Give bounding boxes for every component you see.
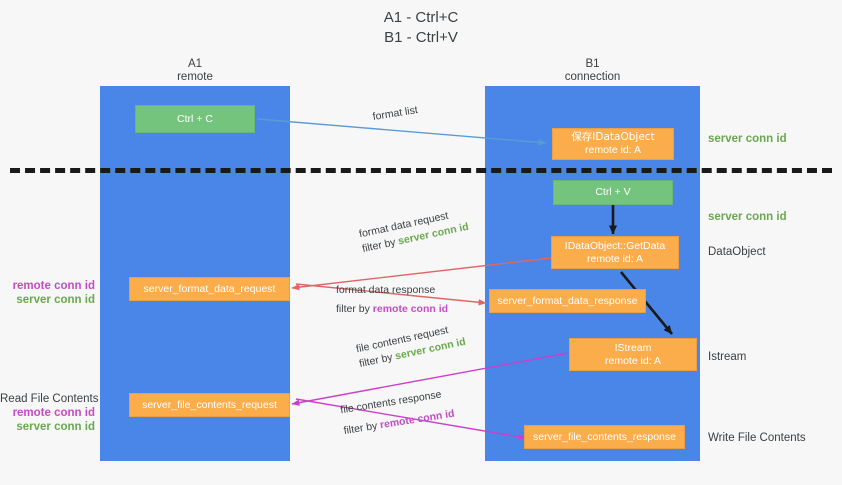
flow-label-fdres-value: remote conn id <box>372 303 449 315</box>
box-server-format-data-request[interactable]: server_format_data_request <box>129 277 290 301</box>
lane-header-b1-title: B1 <box>585 58 600 70</box>
side-label-write-file-contents: Write File Contents <box>708 432 806 444</box>
box-ctrl-c-line1: Ctrl + C <box>177 112 213 125</box>
box-ctrl-v-line1: Ctrl + V <box>595 186 631 198</box>
lane-header-b1: B1 connection <box>485 58 700 84</box>
lane-header-a1-title: A1 <box>187 58 203 70</box>
flow-label-format-data-request: format data request filter by server con… <box>358 205 470 257</box>
flow-label-fcres-value: remote conn id <box>379 407 456 432</box>
side-label-server-conn-id-1: server conn id <box>708 133 787 145</box>
box-istream-line1: IStream <box>614 341 652 354</box>
title-line-2: B1 - Ctrl+V <box>384 29 458 46</box>
box-ctrl-v[interactable]: Ctrl + V <box>553 180 673 205</box>
box-save-idataobject[interactable]: 保存IDataObject remote id: A <box>552 128 674 160</box>
side-label-server-conn-id-2: server conn id <box>708 211 787 223</box>
flow-label-fdres-prefix: filter by <box>336 303 373 315</box>
flow-label-format-list: format list <box>372 103 419 125</box>
box-server-file-contents-request[interactable]: server_file_contents_request <box>129 393 290 417</box>
left-label-group-1: remote conn id server conn id <box>0 279 95 307</box>
left-label-group-2-remote: remote conn id <box>12 407 95 419</box>
box-server-file-contents-request-line1: server_file_contents_request <box>142 398 277 411</box>
box-idataobject-getdata-line2: remote id: A <box>586 252 644 265</box>
left-label-group-2-server: server conn id <box>16 421 95 433</box>
lane-header-a1: A1 remote <box>100 58 290 84</box>
box-ctrl-c[interactable]: Ctrl + C <box>135 105 255 133</box>
flow-label-format-data-response-line1: format data response <box>336 284 436 296</box>
title-line-1: A1 - Ctrl+C <box>383 9 459 26</box>
box-idataobject-getdata-line1: IDataObject::GetData <box>564 239 666 252</box>
lane-header-b1-subtitle: connection <box>564 71 621 83</box>
box-server-format-data-response-line1: server_format_data_response <box>497 294 638 307</box>
left-label-group-1-server: server conn id <box>16 294 95 306</box>
flow-label-format-list-text: format list <box>371 104 419 124</box>
box-server-file-contents-response[interactable]: server_file_contents_response <box>524 425 685 449</box>
flow-label-format-data-response-line2: filter by remote conn id <box>336 302 448 317</box>
side-label-istream: Istream <box>708 351 747 363</box>
box-server-format-data-request-line1: server_format_data_request <box>143 282 276 295</box>
box-idataobject-getdata[interactable]: IDataObject::GetData remote id: A <box>551 236 679 269</box>
flow-label-fcres-prefix: filter by <box>342 419 382 438</box>
lane-header-a1-subtitle: remote <box>177 71 213 83</box>
box-save-idataobject-line1: 保存IDataObject <box>571 131 655 143</box>
box-server-file-contents-response-line1: server_file_contents_response <box>532 430 676 443</box>
page-title: A1 - Ctrl+C B1 - Ctrl+V <box>0 8 842 48</box>
left-label-read-file-contents: Read File Contents <box>0 393 99 405</box>
flow-label-file-contents-request: file contents request filter by server c… <box>355 320 467 372</box>
left-label-group-1-remote: remote conn id <box>12 280 95 292</box>
phase-divider <box>10 168 832 173</box>
flow-label-format-data-response: format data response filter by remote co… <box>336 283 448 317</box>
left-label-group-2: Read File Contents remote conn id server… <box>0 392 99 434</box>
side-label-dataobject: DataObject <box>708 246 766 258</box>
flow-label-file-contents-response: file contents response filter by remote … <box>339 386 456 439</box>
box-istream[interactable]: IStream remote id: A <box>569 338 697 371</box>
box-istream-line2: remote id: A <box>604 354 662 367</box>
box-server-format-data-response[interactable]: server_format_data_response <box>489 289 646 313</box>
box-save-idataobject-line2: remote id: A <box>584 144 642 156</box>
